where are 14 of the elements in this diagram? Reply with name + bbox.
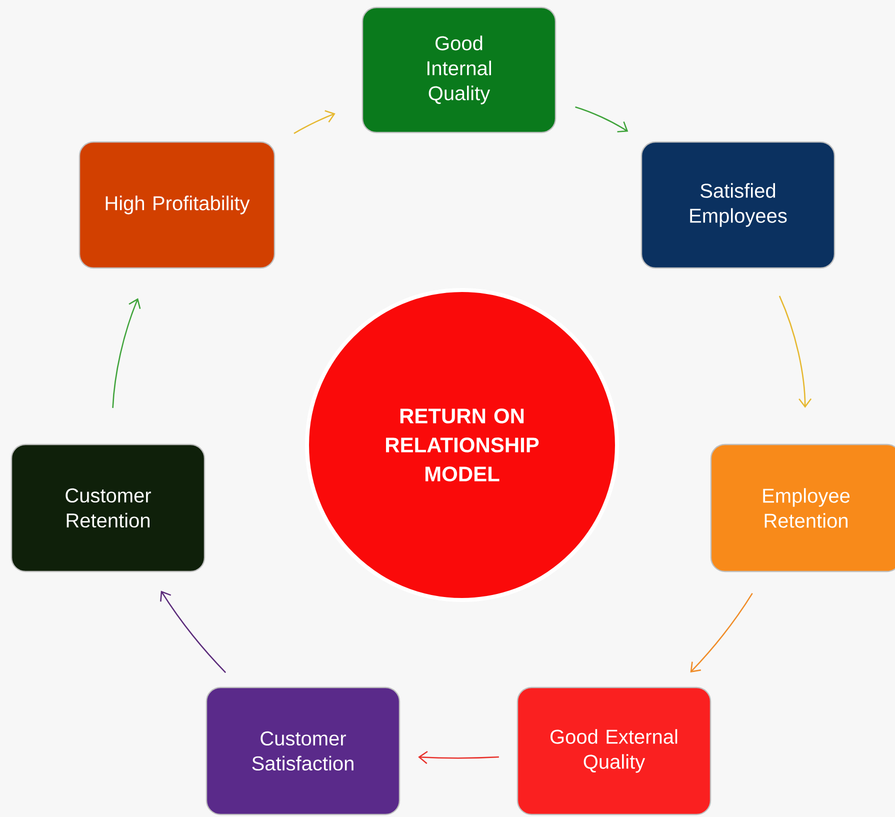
arrow [690, 592, 753, 672]
arrow [112, 298, 141, 408]
process-box: High Profitability [78, 141, 276, 269]
process-box: Satisfied Employees [640, 141, 836, 269]
process-box: Good External Quality [516, 686, 712, 816]
process-box: Customer Retention [10, 444, 206, 572]
process-box: Good Internal Quality [362, 6, 556, 134]
process-box: Employee Retention [710, 444, 895, 572]
arrow [160, 590, 226, 673]
arrow [778, 296, 812, 408]
arrow [418, 750, 499, 764]
arrow [294, 110, 336, 134]
process-box: Customer Satisfaction [206, 686, 400, 816]
arrow [575, 106, 628, 132]
